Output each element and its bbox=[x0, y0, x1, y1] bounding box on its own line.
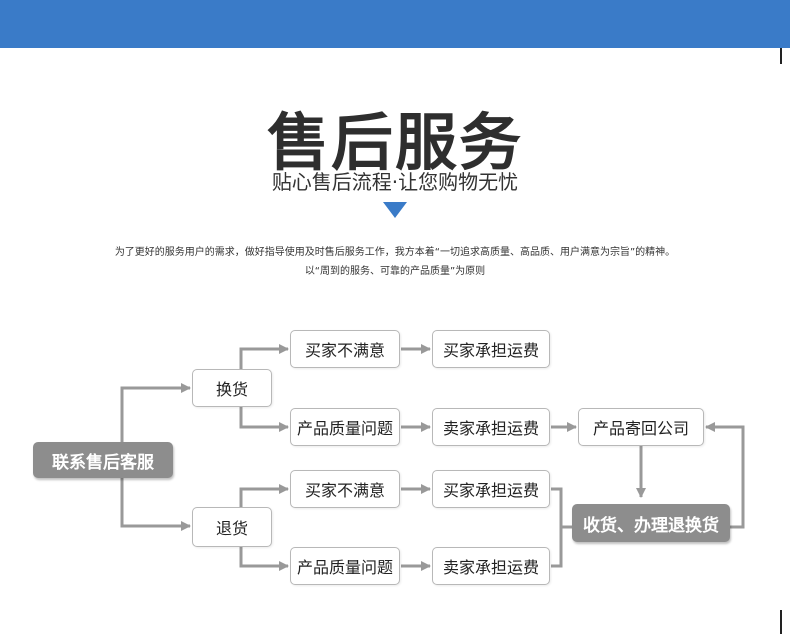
top-banner bbox=[0, 0, 790, 48]
page-subtitle: 贴心售后流程·让您购物无忧 bbox=[271, 170, 519, 194]
edge-mark bbox=[780, 48, 782, 64]
connector-exchange-unsatisfied bbox=[239, 344, 289, 370]
description-line-2: 以“周到的服务、可靠的产品质量”为原则 bbox=[304, 266, 486, 277]
exchange-buyer-pays-box: 买家承担运费 bbox=[432, 330, 550, 368]
receive-process-box: 收货、办理退换货 bbox=[572, 504, 730, 542]
connector-return-quality bbox=[239, 546, 289, 571]
exchange-quality-box: 产品质量问题 bbox=[290, 408, 400, 446]
page-title: 售后服务 bbox=[266, 106, 523, 179]
exchange-box: 换货 bbox=[192, 369, 272, 407]
contact-service-box: 联系售后客服 bbox=[33, 442, 173, 478]
connector-start-exchange bbox=[120, 383, 191, 444]
connector-return-loop bbox=[551, 487, 563, 568]
connector-start-return bbox=[120, 477, 191, 531]
exchange-seller-pays-box: 卖家承担运费 bbox=[432, 408, 550, 446]
send-back-box: 产品寄回公司 bbox=[578, 408, 704, 446]
description-line-1: 为了更好的服务用户的需求，做好指导使用及时售后服务工作，我方本着“一切追求高质量… bbox=[114, 247, 676, 258]
exchange-unsatisfied-box: 买家不满意 bbox=[290, 330, 400, 368]
connector-return-unsatisfied bbox=[239, 484, 289, 508]
return-unsatisfied-box: 买家不满意 bbox=[290, 470, 400, 508]
return-quality-box: 产品质量问题 bbox=[290, 547, 400, 585]
connector-exchange-quality bbox=[239, 406, 289, 432]
down-triangle-icon bbox=[383, 202, 407, 218]
edge-mark bbox=[780, 610, 782, 634]
return-buyer-pays-box: 买家承担运费 bbox=[432, 470, 550, 508]
return-box: 退货 bbox=[192, 507, 272, 547]
return-seller-pays-box: 卖家承担运费 bbox=[432, 547, 550, 585]
